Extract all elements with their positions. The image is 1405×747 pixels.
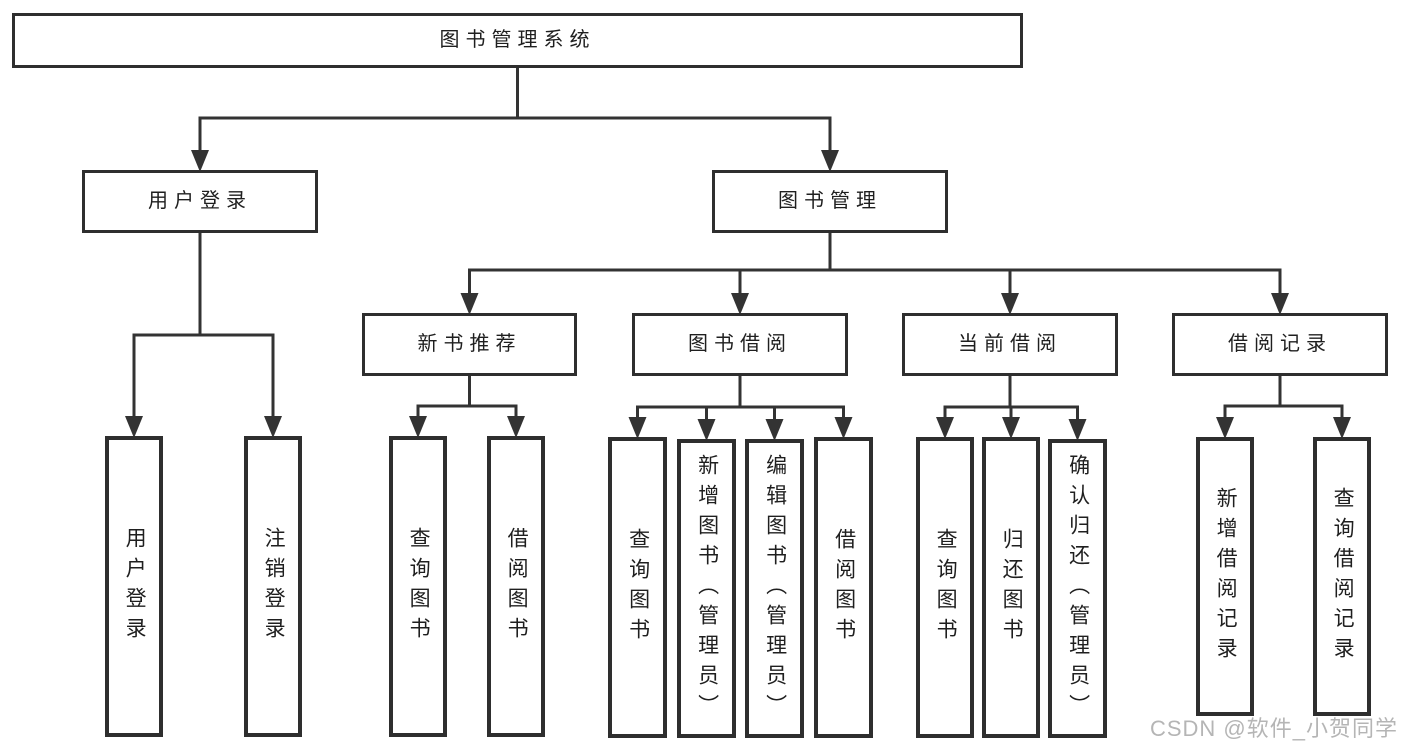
node-box-book-borrow: 图书借阅 [632, 313, 848, 376]
node-label: 注销登录 [262, 526, 286, 647]
node-box-root: 图书管理系统 [12, 13, 1023, 68]
node-label: 借阅记录 [1228, 333, 1332, 355]
node-label: 新增借阅记录 [1214, 486, 1238, 667]
node-label: 用户登录 [148, 190, 252, 212]
arrowhead-icon [1333, 417, 1351, 439]
node-box-bb-add: 新增图书（管理员） [677, 439, 736, 738]
node-box-cb-return: 归还图书 [982, 437, 1040, 738]
node-box-bb-query: 查询图书 [608, 437, 667, 738]
arrowhead-icon [125, 416, 143, 438]
arrowhead-icon [1216, 417, 1234, 439]
arrowhead-icon [1001, 293, 1019, 315]
node-box-logout: 注销登录 [244, 436, 302, 737]
node-box-user-login-action: 用户登录 [105, 436, 163, 737]
node-label: 归还图书 [1000, 527, 1024, 648]
watermark: CSDN @软件_小贺同学 [1149, 716, 1398, 741]
node-box-borrow-records: 借阅记录 [1172, 313, 1388, 376]
arrowhead-icon [936, 417, 954, 439]
node-box-bb-edit: 编辑图书（管理员） [745, 439, 804, 738]
node-box-nbr-borrow: 借阅图书 [487, 436, 545, 737]
node-label: 图书管理系统 [439, 29, 596, 51]
arrowhead-icon [731, 293, 749, 315]
arrowhead-icon [1068, 419, 1087, 441]
node-box-nbr-query: 查询图书 [389, 436, 447, 737]
arrowhead-icon [409, 416, 427, 438]
node-label: 图书借阅 [688, 333, 792, 355]
arrowhead-icon [264, 416, 282, 438]
arrowhead-icon [821, 150, 839, 172]
node-label: 查询图书 [626, 527, 650, 648]
node-box-current-borrow: 当前借阅 [902, 313, 1118, 376]
arrowhead-icon [765, 419, 784, 441]
arrowhead-icon [191, 150, 209, 172]
node-box-user-login: 用户登录 [82, 170, 318, 233]
node-label: 查询借阅记录 [1331, 486, 1355, 667]
node-label: 借阅图书 [505, 526, 529, 647]
node-box-br-add: 新增借阅记录 [1196, 437, 1254, 716]
node-box-book-mgmt: 图书管理 [712, 170, 948, 233]
node-box-br-query: 查询借阅记录 [1313, 437, 1371, 716]
arrowhead-icon [628, 417, 647, 439]
node-label: 图书管理 [778, 190, 882, 212]
node-label: 当前借阅 [958, 333, 1062, 355]
node-label: 借阅图书 [832, 527, 856, 648]
node-box-bb-borrow: 借阅图书 [814, 437, 873, 738]
node-box-cb-query: 查询图书 [916, 437, 974, 738]
node-label: 新书推荐 [417, 333, 522, 355]
node-label: 确认归还（管理员） [1066, 453, 1090, 724]
arrowhead-icon [697, 419, 716, 441]
arrowhead-icon [460, 293, 479, 315]
arrowhead-icon [834, 417, 853, 439]
node-label: 用户登录 [123, 526, 147, 647]
arrowhead-icon [1271, 293, 1289, 315]
arrowhead-icon [1002, 417, 1020, 439]
node-label: 编辑图书（管理员） [763, 453, 787, 724]
node-label: 新增图书（管理员） [695, 453, 719, 724]
arrowhead-icon [507, 416, 525, 438]
node-box-cb-confirm: 确认归还（管理员） [1048, 439, 1107, 738]
node-box-new-book-rec: 新书推荐 [362, 313, 577, 376]
node-label: 查询图书 [934, 527, 958, 648]
node-label: 查询图书 [407, 526, 431, 647]
